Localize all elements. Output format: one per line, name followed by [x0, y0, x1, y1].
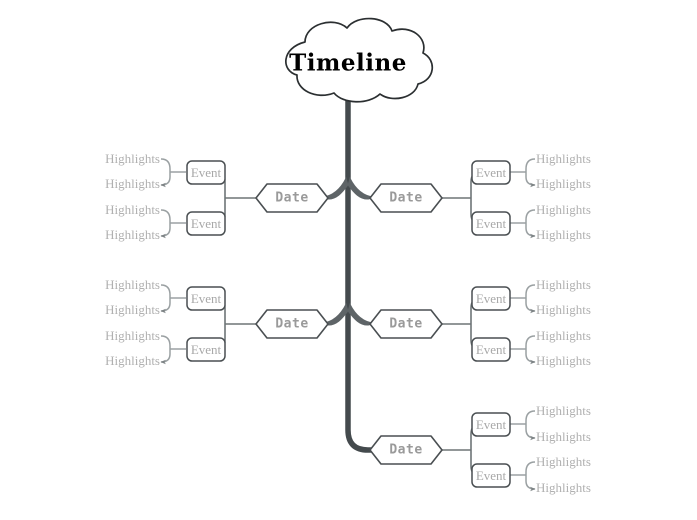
branch-4-date-node[interactable]: [369, 309, 443, 339]
event-2-2-bracket: [525, 209, 535, 236]
root-cloud-node[interactable]: [285, 17, 433, 103]
event-box-2-2[interactable]: [471, 211, 511, 236]
date-hexagon-4: [369, 309, 443, 339]
branch-3-event-nodes[interactable]: [186, 286, 226, 362]
branch-3-date-node[interactable]: [255, 309, 329, 339]
trunk-group: [345, 94, 384, 453]
event-4-1-bracket: [525, 284, 535, 311]
event-box-3-2[interactable]: [186, 337, 226, 362]
cloud-shape: [285, 17, 433, 103]
event-2-1-bracket: [525, 158, 535, 185]
branch-4-event-nodes[interactable]: [471, 286, 511, 362]
trunk-line: [345, 94, 384, 453]
event-4-2-bracket: [525, 335, 535, 362]
branch-5-event-nodes[interactable]: [471, 412, 511, 488]
branch-5-date-node[interactable]: [369, 435, 443, 465]
event-1-1-bracket: [161, 158, 171, 185]
event-box-4-1[interactable]: [471, 286, 511, 311]
event-5-2-bracket: [525, 461, 535, 489]
event-5-1-bracket: [525, 410, 535, 438]
event-box-5-2[interactable]: [471, 463, 511, 488]
event-box-4-2[interactable]: [471, 337, 511, 362]
event-box-5-1[interactable]: [471, 412, 511, 437]
date-hexagon-2: [369, 183, 443, 213]
date-hexagon-3: [255, 309, 329, 339]
branch-2-event-nodes[interactable]: [471, 160, 511, 236]
event-3-1-bracket: [161, 284, 171, 311]
event-box-1-1[interactable]: [186, 160, 226, 185]
event-box-1-2[interactable]: [186, 211, 226, 236]
event-3-2-bracket: [161, 335, 171, 362]
event-box-2-1[interactable]: [471, 160, 511, 185]
branch-2-date-node[interactable]: [369, 183, 443, 213]
event-box-3-1[interactable]: [186, 286, 226, 311]
date-hexagon-5: [369, 435, 443, 465]
branch-1-date-node[interactable]: [255, 183, 329, 213]
branch-5-connectors: [441, 410, 535, 489]
date-hexagon-1: [255, 183, 329, 213]
event-1-2-bracket: [161, 209, 171, 236]
trunk-to-date-2: [347, 176, 375, 200]
branch-1-event-nodes[interactable]: [186, 160, 226, 236]
trunk-to-date-4: [347, 302, 375, 326]
